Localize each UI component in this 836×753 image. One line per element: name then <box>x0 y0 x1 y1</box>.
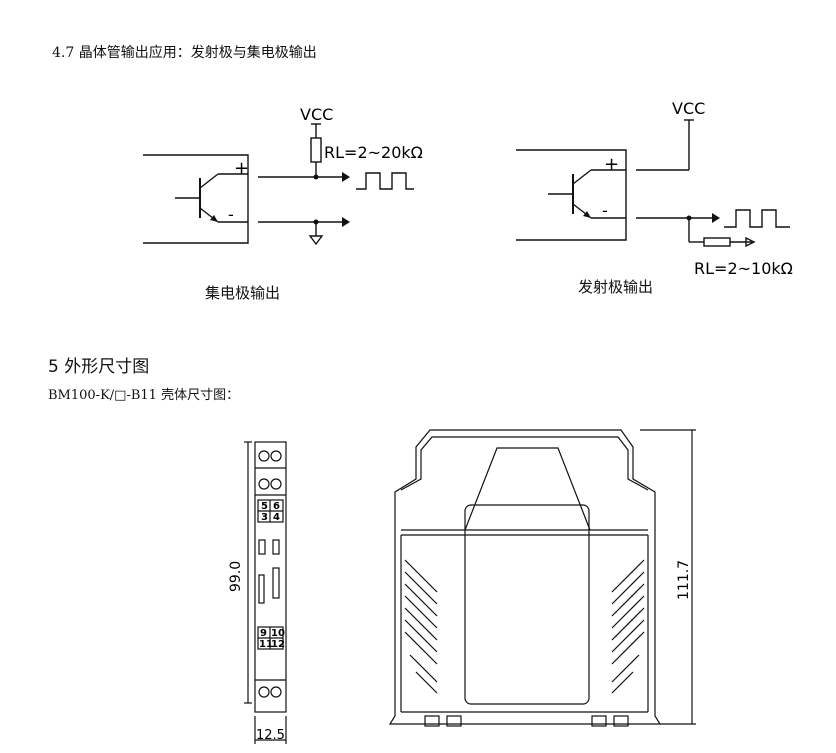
emitter-plus: + <box>604 154 619 175</box>
collector-caption: 集电极输出 <box>205 284 281 302</box>
svg-text:4: 4 <box>273 512 280 523</box>
emitter-rl-label: RL=2~10kΩ <box>694 259 793 278</box>
svg-text:11: 11 <box>259 639 273 650</box>
emitter-minus: - <box>602 201 608 220</box>
terminal-labels: 5 6 3 4 9 10 11 12 <box>259 501 285 650</box>
collector-transistor-c <box>199 173 219 189</box>
svg-text:5: 5 <box>261 501 268 512</box>
dim-height-front: 111.7 <box>676 560 692 600</box>
svg-text:9: 9 <box>260 628 267 639</box>
emitter-circuit <box>516 119 790 248</box>
svg-text:10: 10 <box>271 628 285 639</box>
emitter-box <box>516 149 627 241</box>
section-4-7-title: 4.7 晶体管输出应用：发射极与集电极输出 <box>52 45 317 61</box>
collector-vcc-label: VCC <box>300 105 333 124</box>
collector-rl-label: RL=2~20kΩ <box>324 143 423 162</box>
emitter-pulse <box>724 209 790 228</box>
collector-box <box>143 154 249 244</box>
emitter-caption: 发射极输出 <box>578 278 654 296</box>
collector-ground <box>308 235 324 246</box>
emitter-rl-resistor <box>703 237 731 247</box>
svg-text:12: 12 <box>271 639 285 650</box>
section-5-title: 5 外形尺寸图 <box>48 357 150 377</box>
collector-minus: - <box>228 205 234 224</box>
collector-plus: + <box>234 158 249 179</box>
side-view-drawing <box>244 441 287 744</box>
emitter-vcc-label: VCC <box>672 99 705 118</box>
collector-circuit <box>143 123 414 246</box>
dim-width-side: 12.5 <box>256 728 285 743</box>
svg-text:6: 6 <box>273 501 280 512</box>
svg-text:3: 3 <box>261 512 268 523</box>
housing-subtitle: BM100-K/□-B11 壳体尺寸图： <box>48 388 240 403</box>
front-view-drawing <box>388 429 696 727</box>
collector-rl-resistor <box>310 137 322 163</box>
dim-height-side: 99.0 <box>228 561 244 592</box>
collector-pulse <box>356 172 414 190</box>
